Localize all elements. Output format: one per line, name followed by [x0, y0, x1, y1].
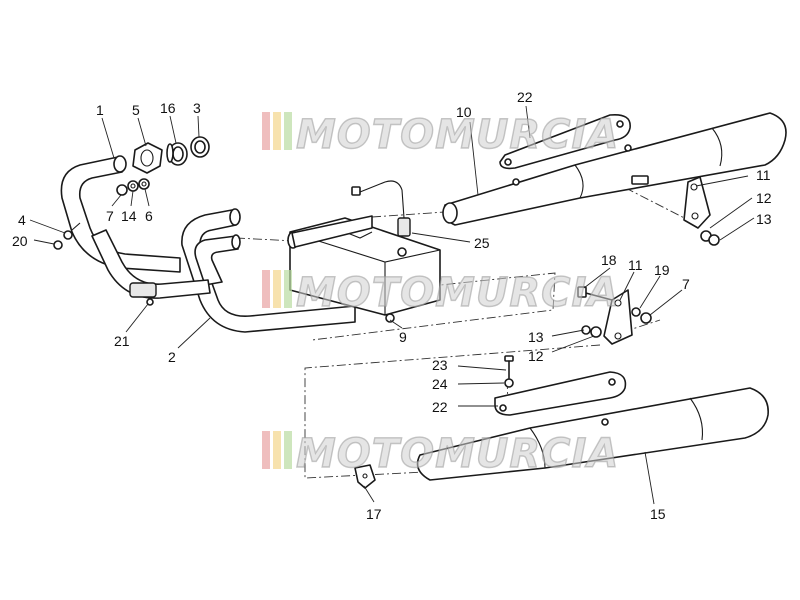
callout-9: 9 — [399, 329, 407, 345]
callout-4: 4 — [18, 212, 26, 228]
callout-21: 21 — [114, 333, 130, 349]
callout-16: 16 — [160, 100, 176, 116]
callout-23: 23 — [432, 357, 448, 373]
callout-12: 12 — [756, 190, 772, 206]
watermark-text: MOTOMURCIA — [296, 112, 619, 158]
bracket-part-11-upper — [683, 176, 720, 246]
heat-shield-part-22-upper — [499, 113, 631, 186]
callout-6: 6 — [145, 208, 153, 224]
pipe-clamp-part-21 — [129, 282, 157, 298]
watermark-middle: MOTOMURCIA — [262, 269, 619, 317]
callout-19: 19 — [654, 262, 670, 278]
heat-shield-part-22-lower — [494, 371, 627, 416]
callout-13: 13 — [756, 211, 772, 227]
callout-1: 1 — [96, 102, 104, 118]
clamp-part-17 — [354, 464, 376, 489]
callout-11: 11 — [756, 167, 771, 183]
callout-10: 10 — [456, 104, 472, 120]
watermark-top: MOTOMURCIA — [262, 111, 619, 159]
watermark-stripe-2 — [273, 270, 281, 308]
bracket-part-11-lower — [577, 286, 652, 345]
watermark-stripe-2 — [273, 431, 281, 469]
callout-3: 3 — [193, 100, 201, 116]
callout-22-lower: 22 — [432, 399, 448, 415]
silencer-part-10 — [442, 112, 787, 226]
callout-14: 14 — [121, 208, 137, 224]
watermark-stripe-1 — [262, 431, 270, 469]
bolt-parts-23-24 — [504, 355, 514, 388]
callout-25: 25 — [474, 235, 490, 251]
callout-5: 5 — [132, 102, 140, 118]
central-box — [287, 215, 441, 323]
watermark-stripe-1 — [262, 112, 270, 150]
lambda-sensor-part-25 — [351, 180, 411, 237]
watermark-text: MOTOMURCIA — [296, 270, 619, 316]
stud-parts-4-20 — [53, 222, 81, 250]
seal-ring-part-3 — [190, 136, 210, 158]
callout-labels: 1 5 16 3 7 14 6 4 20 21 2 10 22 11 12 13… — [12, 89, 772, 522]
callout-7: 7 — [106, 208, 114, 224]
callout-13-lower: 13 — [528, 329, 544, 345]
silencer-part-15 — [416, 387, 769, 481]
callout-18: 18 — [601, 252, 617, 268]
watermark-stripe-2 — [273, 112, 281, 150]
callout-7-lower: 7 — [682, 276, 690, 292]
callout-17: 17 — [366, 506, 382, 522]
gasket-part-16 — [166, 142, 188, 166]
callout-22: 22 — [517, 89, 533, 105]
watermark-text: MOTOMURCIA — [296, 431, 619, 477]
flange-part-5 — [132, 142, 163, 174]
callout-12-lower: 12 — [528, 348, 544, 364]
watermark-stripe-3 — [284, 112, 292, 150]
header-pipe-part-1 — [60, 155, 211, 306]
watermark-stripe-1 — [262, 270, 270, 308]
watermark-bottom: MOTOMURCIA — [262, 430, 619, 478]
callout-2: 2 — [168, 349, 176, 365]
watermark-stripe-3 — [284, 431, 292, 469]
watermark-stripe-3 — [284, 270, 292, 308]
callout-11-lower: 11 — [628, 257, 643, 273]
leader-lines — [29, 105, 755, 505]
callout-20: 20 — [12, 233, 28, 249]
callout-24: 24 — [432, 376, 448, 392]
callout-15: 15 — [650, 506, 666, 522]
